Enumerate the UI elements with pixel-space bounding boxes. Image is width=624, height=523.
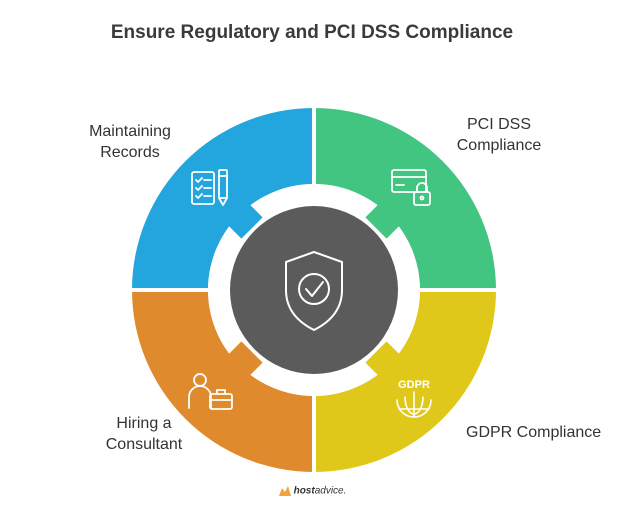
- center-circle: [230, 206, 398, 374]
- label-pci-dss-compliance: PCI DSS Compliance: [456, 116, 542, 154]
- segment-maintaining-records: [132, 108, 314, 290]
- checklist-pen-icon: [191, 169, 228, 206]
- card-lock-icon: [391, 169, 431, 206]
- shield-check-icon: [285, 251, 343, 331]
- diagonal-connectors: [217, 193, 411, 387]
- gdpr-globe-icon: [396, 391, 432, 418]
- connector-top-right: [365, 193, 411, 239]
- connector-bottom-right: [365, 341, 411, 387]
- connector-top-left: [217, 193, 263, 239]
- label-hiring-consultant: Hiring a Consultant: [105, 415, 183, 453]
- gdpr-icon-text: GDPR: [398, 379, 430, 391]
- hostadvice-logo-icon: [278, 486, 291, 496]
- segment-gdpr-compliance: [314, 290, 496, 472]
- label-maintaining-records: Maintaining Records: [89, 123, 171, 161]
- segment-hiring-consultant: [132, 290, 314, 472]
- segment-pci-dss-compliance: [314, 108, 496, 290]
- brand-footer: hostadvice.: [0, 485, 624, 497]
- person-briefcase-icon: [188, 373, 233, 410]
- label-gdpr-compliance: GDPR Compliance: [466, 424, 602, 441]
- connector-bottom-left: [217, 341, 263, 387]
- page-title: Ensure Regulatory and PCI DSS Compliance: [110, 22, 514, 43]
